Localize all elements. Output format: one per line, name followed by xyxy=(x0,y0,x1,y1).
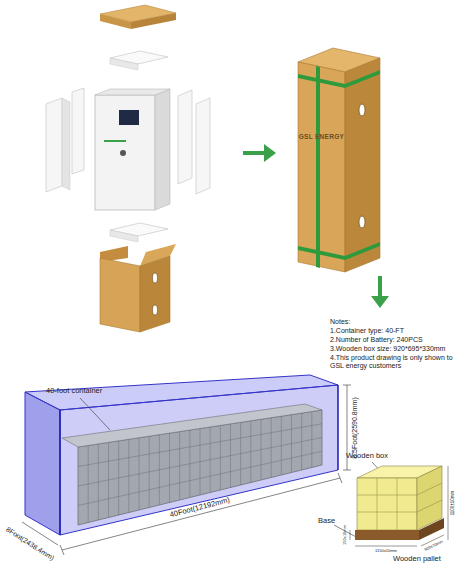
dimension-line xyxy=(22,92,385,555)
part-label: Wooden box xyxy=(346,452,388,461)
dimension-label: 150±10mm xyxy=(343,525,348,545)
part-label: Wooden pallet xyxy=(393,555,441,564)
note-text: 4.This product drawing is only shown to … xyxy=(330,354,468,370)
exploded-view xyxy=(46,5,210,332)
packed-box xyxy=(298,48,380,272)
shipping-container xyxy=(25,375,338,535)
note-text: 1.Container type: 40-FT xyxy=(330,327,404,335)
dimension-label: 1100±10mm xyxy=(450,491,455,516)
dimension-label: 920±10mm xyxy=(424,540,444,553)
cargo-line xyxy=(78,424,322,467)
note-text: 3.Wooden box size: 920*695*330mm xyxy=(330,345,445,353)
note-text: 2.Number of Battery: 240PCS xyxy=(330,336,423,344)
notes-heading: Notes: xyxy=(330,318,350,326)
part-label: 40-foot container xyxy=(46,387,102,396)
cargo-line xyxy=(78,438,322,487)
dimension-label: 8Foot(2438.4mm) xyxy=(4,525,55,562)
dimension-label: 1150±10mm xyxy=(375,549,397,554)
dimension-label: 8.5Foot(2590.8mm) xyxy=(351,397,359,458)
cargo-line xyxy=(78,451,322,505)
box-label-area: GSL ENERGY xyxy=(298,128,345,144)
pallet-stack xyxy=(350,466,448,546)
brand-text: GSL ENERGY xyxy=(299,133,345,140)
part-label: Base xyxy=(318,517,335,526)
